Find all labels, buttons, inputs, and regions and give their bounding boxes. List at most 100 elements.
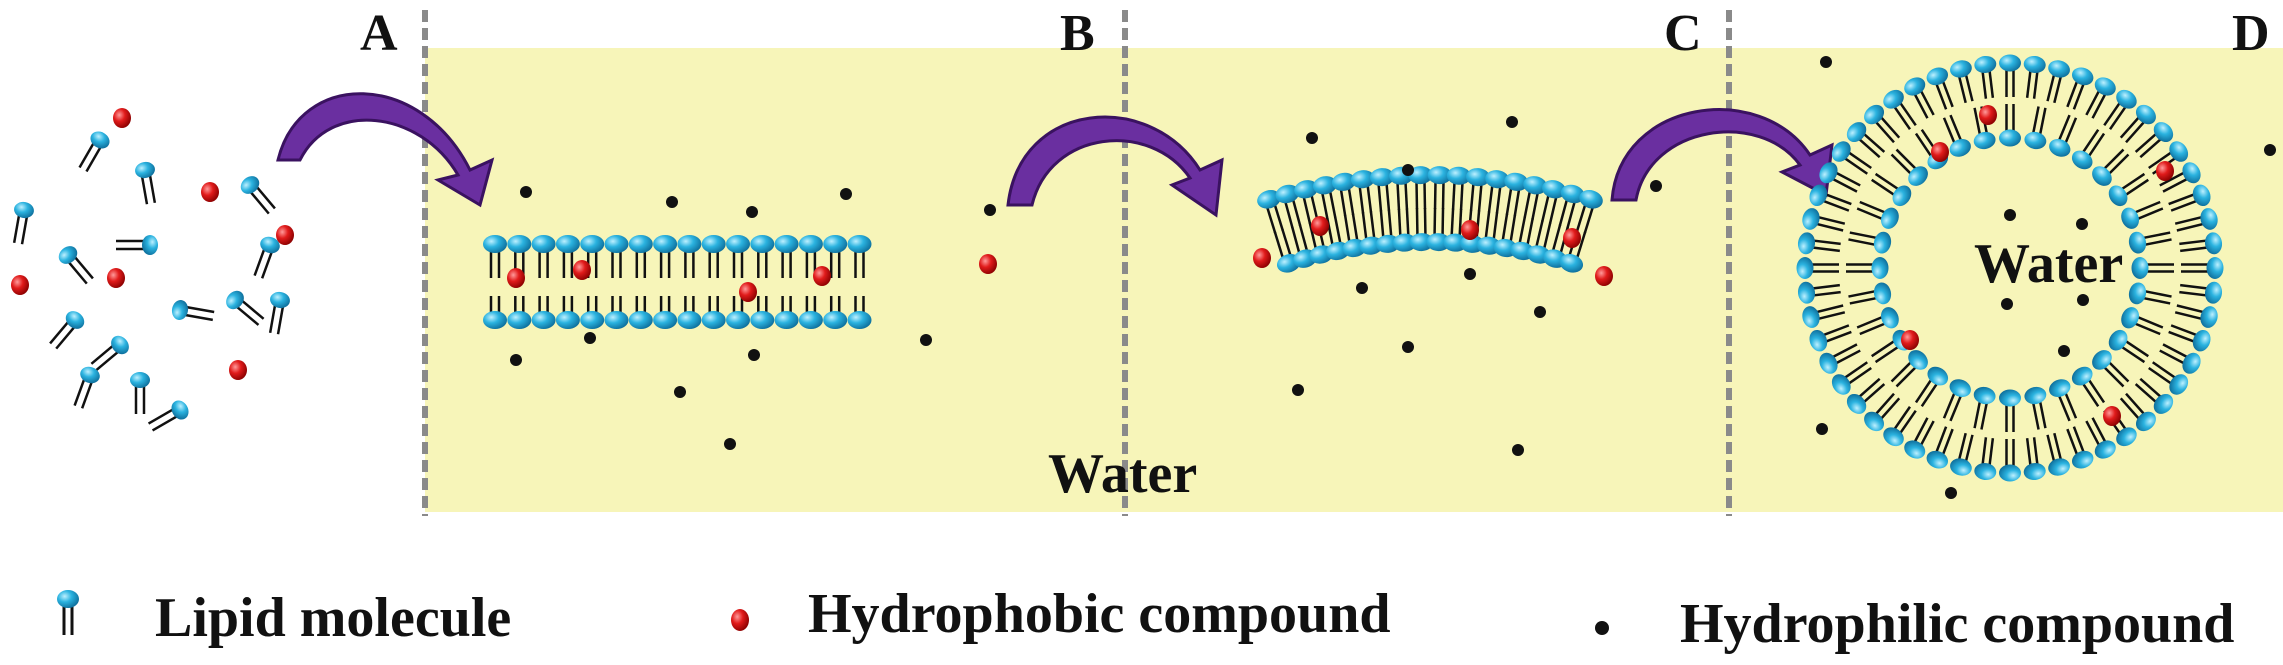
lipid-head — [1926, 450, 1949, 469]
arrow-b-to-c — [1006, 115, 1224, 218]
hydrophilic-compound — [1820, 56, 1832, 68]
lipid-head — [1999, 464, 2021, 482]
lipid-head — [1880, 307, 1899, 329]
lipid-head — [1809, 184, 1828, 207]
lipid-head — [2071, 366, 2093, 386]
hydrophobic-compound — [1901, 330, 1919, 350]
lipid-head — [1408, 166, 1433, 185]
arrow-a-to-b — [276, 92, 495, 208]
lipid-head — [2108, 185, 2128, 207]
hydrophilic-compound — [2001, 298, 2013, 310]
legend-lipid-icon — [57, 590, 79, 635]
hydrophilic-compound — [2058, 345, 2070, 357]
lipid-head — [2128, 231, 2147, 254]
lipid-head — [2128, 282, 2147, 305]
lipid-head — [2153, 393, 2174, 414]
lipid-head — [1331, 172, 1356, 191]
lipid-head — [1350, 170, 1375, 189]
lipid-head — [604, 311, 629, 329]
stage-d-liposome — [1796, 54, 2276, 499]
lipid-head — [1485, 170, 1510, 189]
hydrophilic-compound — [520, 186, 532, 198]
lipid-head — [171, 400, 189, 420]
lipid-head — [1974, 462, 1997, 481]
lipid-head — [483, 311, 507, 329]
lipid-head — [726, 311, 750, 329]
lipid-head — [628, 311, 653, 329]
water-label: Water — [1048, 443, 1197, 505]
hydrophilic-compound — [724, 438, 736, 450]
lipid-head — [260, 236, 280, 254]
lipid-head — [1974, 55, 1997, 74]
lipid-head — [1426, 233, 1451, 252]
lipid-molecule — [73, 366, 100, 409]
lipid-head — [1809, 329, 1828, 352]
lipid-head — [580, 235, 605, 253]
lipid-head — [1275, 184, 1300, 204]
lipid-head — [1579, 190, 1603, 209]
process-arrows — [276, 92, 1834, 218]
lipid-head — [1369, 168, 1394, 187]
lipid-head — [798, 311, 823, 329]
lipid-head — [2116, 427, 2137, 447]
hydrophilic-compound — [1402, 164, 1414, 176]
lipid-head — [1427, 166, 1452, 185]
lipid-head — [1883, 427, 1904, 447]
lipid-head — [531, 311, 556, 329]
legend-hydrophobic-label: Hydrophobic compound — [808, 583, 1390, 645]
lipid-head — [1973, 386, 1996, 405]
lipid-head — [135, 161, 155, 179]
legend: Lipid molecule Hydrophobic compound Hydr… — [57, 583, 2234, 655]
lipid-molecule — [171, 300, 215, 322]
hydrophilic-compound — [920, 334, 932, 346]
lipid-head — [2108, 329, 2128, 351]
lipid-head — [1523, 176, 1548, 195]
hydrophobic-compound — [11, 275, 29, 295]
lipid-head — [2071, 450, 2094, 469]
lipid-head — [507, 235, 532, 253]
lipid-head — [14, 201, 34, 219]
lipid-head — [1831, 374, 1851, 395]
lipid-head — [555, 311, 580, 329]
hydrophilic-compound — [1356, 282, 1368, 294]
lipid-head — [2048, 458, 2070, 476]
lipid-head — [1950, 458, 1972, 476]
lipid-head — [240, 176, 260, 194]
lipid-head — [823, 235, 848, 253]
hydrophobic-compound — [2156, 161, 2174, 181]
hydrophobic-compound — [1595, 266, 1613, 286]
lipid-head — [1950, 60, 1972, 78]
lipid-head — [1466, 168, 1491, 187]
hydrophilic-compound — [840, 188, 852, 200]
stage-label-d: D — [2232, 5, 2270, 62]
lipid-head — [2192, 184, 2211, 207]
hydrophilic-compound — [1506, 116, 1518, 128]
lipid-head — [1999, 54, 2021, 72]
hydrophilic-compound — [2264, 144, 2276, 156]
lipid-head — [2169, 374, 2189, 395]
legend-hydrophilic-label: Hydrophilic compound — [1680, 593, 2234, 655]
stage-dividers — [422, 10, 1732, 516]
lipid-molecule — [240, 176, 276, 215]
hydrophilic-compound — [1402, 341, 1414, 353]
lipid-head — [653, 311, 678, 329]
lipid-head — [1797, 281, 1816, 304]
lipid-head — [2023, 55, 2046, 74]
lipid-head — [701, 235, 726, 253]
lipid-head — [171, 300, 189, 320]
lipid-head — [677, 311, 702, 329]
lipid-head — [1504, 172, 1529, 191]
hydrophilic-compound — [1945, 487, 1957, 499]
lipid-head — [2049, 138, 2071, 157]
lipid-head — [2200, 208, 2218, 230]
lipid-head — [2024, 386, 2047, 405]
lipid-head — [2071, 67, 2094, 86]
lipid-head — [2153, 122, 2174, 143]
lipid-head — [1864, 104, 1885, 125]
lipid-head — [2200, 306, 2218, 328]
lipid-head — [653, 235, 678, 253]
hydrophilic-compound — [1534, 306, 1546, 318]
hydrophilic-compound — [1306, 132, 1318, 144]
lipid-head — [1904, 440, 1926, 459]
lipid-head — [1409, 233, 1434, 252]
